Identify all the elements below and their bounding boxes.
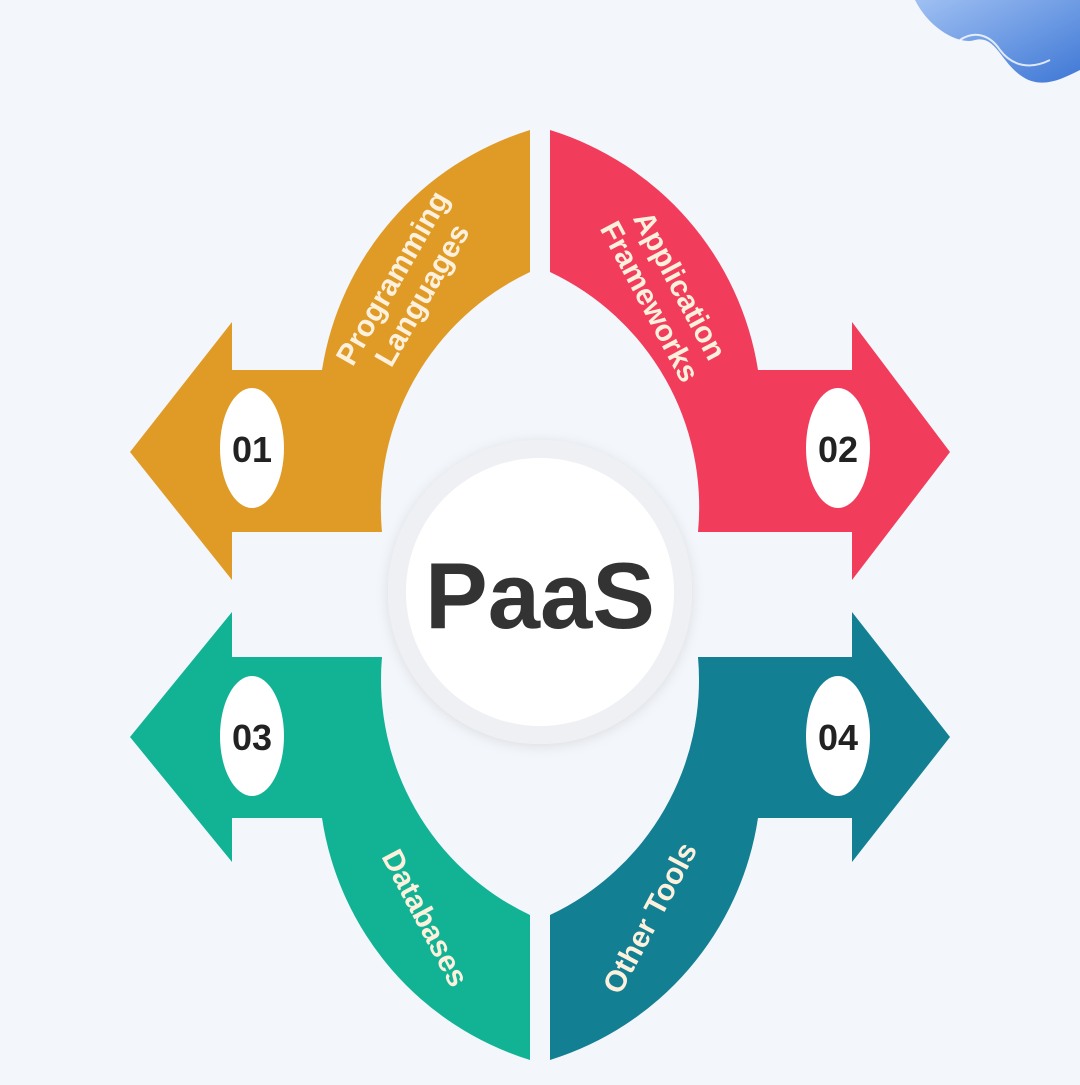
corner-decoration-line: [959, 33, 1051, 67]
badge-01: 01: [220, 388, 284, 508]
badge-04-number: 04: [818, 717, 858, 758]
badge-02: 02: [806, 388, 870, 508]
badge-03-number: 03: [232, 717, 272, 758]
badge-04: 04: [806, 676, 870, 796]
center-circle: [406, 458, 674, 726]
center-title: PaaS: [425, 543, 655, 648]
badge-03: 03: [220, 676, 284, 796]
badge-02-number: 02: [818, 429, 858, 470]
corner-decoration: [915, 0, 1080, 83]
badge-01-number: 01: [232, 429, 272, 470]
